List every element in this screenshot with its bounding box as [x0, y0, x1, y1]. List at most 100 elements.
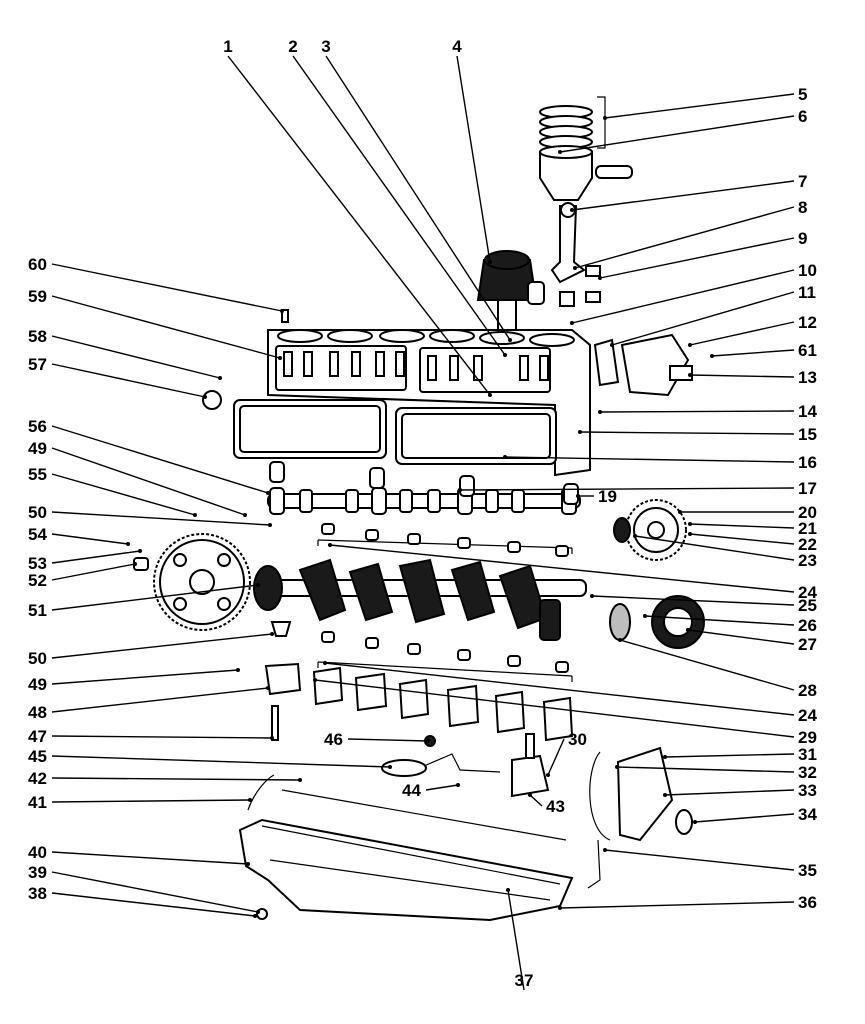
leader-dot-43 [528, 793, 532, 797]
leader-dot-37 [506, 888, 510, 892]
callout-49b: 49 [28, 675, 47, 694]
callout-44: 44 [402, 781, 421, 800]
leader-dot-12 [688, 343, 692, 347]
callout-1: 1 [223, 37, 232, 56]
callout-48: 48 [28, 703, 47, 722]
leader-dot-20 [678, 510, 682, 514]
leader-dot-3 [508, 338, 512, 342]
leader-dot-7 [570, 208, 574, 212]
leader-11 [611, 291, 795, 346]
callout-36: 36 [798, 893, 817, 912]
callout-50: 50 [28, 503, 47, 522]
callout-57: 57 [28, 355, 47, 374]
connecting-rod [550, 202, 601, 307]
callout-12: 12 [798, 313, 817, 332]
leader-dot-58 [218, 376, 222, 380]
leader-dot-22 [688, 532, 692, 536]
leader-49b [51, 669, 239, 685]
leader-dot-51 [256, 583, 260, 587]
cylinder-block [267, 309, 591, 477]
leader-dot-40 [246, 862, 250, 866]
callout-30: 30 [568, 730, 587, 749]
leader-dot-56 [266, 491, 270, 495]
callout-16: 16 [798, 453, 817, 472]
callout-37: 37 [515, 971, 534, 990]
leader-8 [574, 206, 795, 269]
leader-17 [459, 487, 795, 491]
leader-44 [425, 784, 459, 791]
leader-dot-19 [576, 494, 580, 498]
leader-dot-49b [236, 668, 240, 672]
leader-33 [664, 789, 795, 796]
callout-13: 13 [798, 368, 817, 387]
leader-56 [51, 425, 269, 494]
leader-13 [689, 374, 795, 378]
callout-58: 58 [28, 327, 47, 346]
leader-dot-23 [633, 534, 637, 538]
leader-dot-24b [323, 661, 327, 665]
leader-55 [51, 473, 196, 516]
callout-6: 6 [798, 107, 807, 126]
leader-dot-27 [686, 628, 690, 632]
callout-54: 54 [28, 525, 47, 544]
leader-dot-36 [558, 906, 562, 910]
leader-2 [292, 55, 506, 356]
leader-51 [51, 584, 259, 611]
leader-42 [51, 777, 301, 781]
leader-40 [51, 851, 249, 865]
leader-dot-31 [663, 755, 667, 759]
leader-60 [51, 263, 283, 312]
callout-23: 23 [798, 551, 817, 570]
callout-22: 22 [798, 535, 817, 554]
callout-11: 11 [798, 283, 816, 302]
leader-dot-4 [488, 260, 492, 264]
leader-7 [571, 180, 795, 211]
leader-50b [51, 633, 273, 659]
piston [539, 145, 633, 201]
callout-41: 41 [28, 793, 47, 812]
callout-3: 3 [321, 37, 330, 56]
callout-21: 21 [798, 519, 817, 538]
leader-46 [347, 738, 429, 742]
seal-57 [202, 390, 222, 410]
leader-dot-44 [456, 783, 460, 787]
leader-10 [571, 269, 795, 324]
crankshaft-gear [609, 595, 705, 649]
leader-dot-16 [503, 455, 507, 459]
leader-49 [51, 447, 246, 516]
leader-4 [456, 55, 491, 263]
flywheel [133, 533, 251, 631]
leader-dot-26 [643, 614, 647, 618]
leader-dot-50 [268, 523, 272, 527]
timing-cover [587, 746, 693, 889]
leader-31 [664, 753, 795, 758]
leader-57 [51, 363, 206, 398]
callout-38: 38 [28, 884, 47, 903]
leader-dot-5 [603, 116, 607, 120]
leader-25 [591, 595, 795, 606]
leader-dot-47 [270, 736, 274, 740]
callout-27: 27 [798, 635, 817, 654]
callout-45: 45 [28, 747, 47, 766]
leader-22 [689, 533, 795, 545]
bearing-caps [264, 662, 574, 742]
leader-29 [314, 679, 795, 738]
piston-rings [539, 96, 606, 149]
leader-dot-32 [615, 765, 619, 769]
leader-dot-49 [243, 513, 247, 517]
callout-7: 7 [798, 172, 807, 191]
leader-dot-28 [618, 638, 622, 642]
callout-52: 52 [28, 571, 47, 590]
callout-42: 42 [28, 769, 47, 788]
leader-dot-54 [126, 542, 130, 546]
leader-dot-2 [503, 353, 507, 357]
leader-dot-21 [688, 522, 692, 526]
leader-5 [604, 93, 795, 119]
leader-dot-48 [266, 686, 270, 690]
leader-24 [329, 544, 795, 593]
leader-dot-14 [598, 410, 602, 414]
callout-56: 56 [28, 417, 47, 436]
callout-29: 29 [798, 728, 817, 747]
